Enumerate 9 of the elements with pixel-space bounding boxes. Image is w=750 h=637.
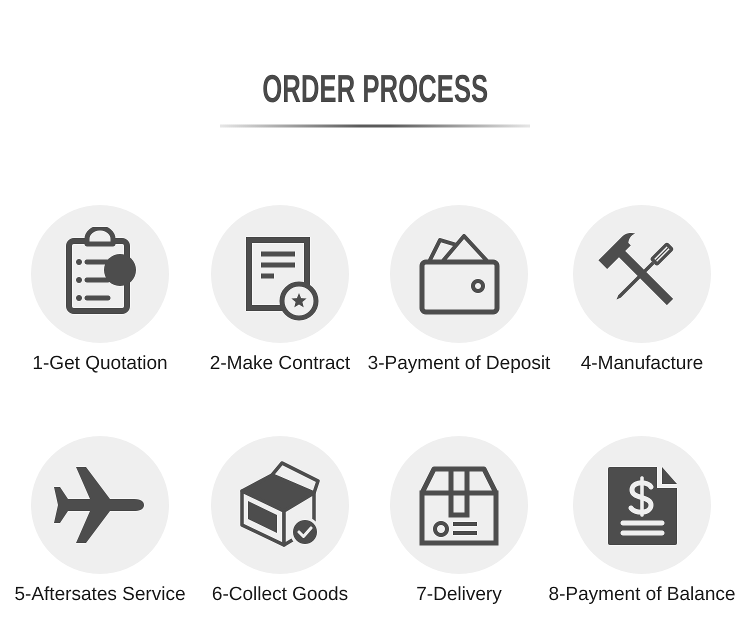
step-label: 2-Make Contract <box>210 353 350 375</box>
title: ORDER PROCESS <box>262 68 488 112</box>
step-label: 3-Payment of Deposit <box>368 353 550 375</box>
step-label: 5-Aftersates Service <box>14 584 186 606</box>
step-label: 4-Manufacture <box>580 353 704 375</box>
step-label: 7-Delivery <box>416 584 502 606</box>
step-label: 1-Get Quotation <box>32 353 168 375</box>
step-label: 6-Collect Goods <box>212 584 348 606</box>
step-label: 8-Payment of Balance <box>548 584 736 606</box>
